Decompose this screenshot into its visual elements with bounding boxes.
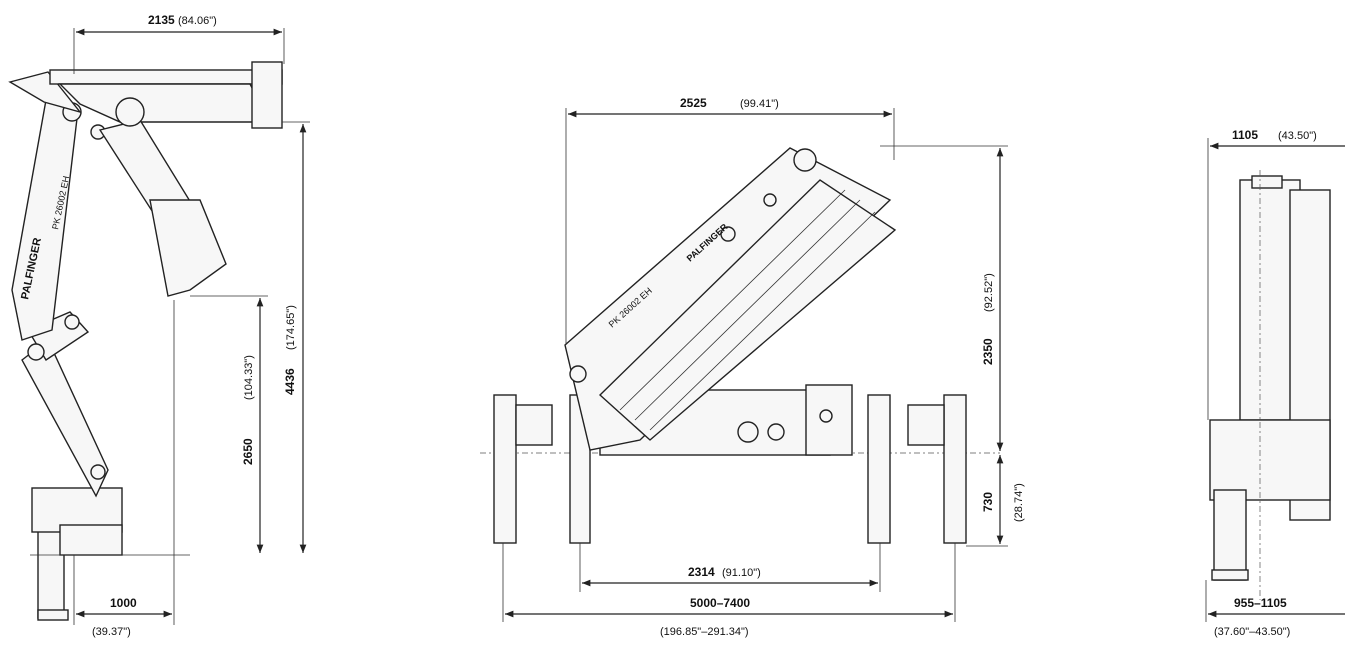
side-base [30,487,190,621]
side-column [11,99,109,498]
dim-front-stab-outer-value: 5000–7400 [690,596,750,610]
dim-front-stab-inner-imperial: (91.10") [722,567,761,579]
dim-side-base-imperial: (39.37") [92,626,131,638]
dim-rear-base-value: 955–1105 [1234,596,1287,610]
rear-crane-body [1209,170,1331,600]
side-view: PALFINGER PK 26002 EH 2135 (84.06") 4436… [8,13,310,638]
dim-side-height-inner: 2650 (104.33") [190,295,268,553]
front-boom [564,147,897,451]
dim-rear-top: 1105 (43.50") [1207,128,1345,420]
rear-view: 1105 (43.50") 955–1105 (37.60"–43.50") [1205,128,1345,638]
dim-front-top: 2525 (99.41") [565,96,895,345]
dim-front-top-imperial: (99.41") [740,98,779,110]
dim-side-height-inner-imperial: (104.33") [243,355,255,400]
dim-side-height-outer: 4436 (174.65") [282,121,310,553]
front-stabilizers [493,394,967,544]
dim-front-stab-inner: 2314 (91.10") [579,543,881,592]
dim-side-reach-value: 2135 [148,13,175,27]
dim-front-lower-imperial: (28.74") [1013,483,1025,522]
dim-side-reach: 2135 (84.06") [73,13,285,74]
dim-side-height-outer-imperial: (174.65") [285,305,297,350]
dim-side-height-inner-value: 2650 [241,438,255,465]
dim-front-upper-imperial: (92.52") [983,273,995,312]
dim-side-base: 1000 (39.37") [73,300,175,638]
dim-front-top-value: 2525 [680,96,707,110]
dim-front-stab-outer-imperial: (196.85"–291.34") [660,626,749,638]
dim-side-reach-imperial: (84.06") [178,15,217,27]
dim-rear-base-imperial: (37.60"–43.50") [1214,626,1290,638]
side-upper-boom [8,61,283,297]
dim-rear-base: 955–1105 (37.60"–43.50") [1205,580,1345,638]
dim-front-lower: 730 (28.74") [966,455,1025,547]
dim-rear-top-value: 1105 [1232,128,1258,142]
dim-front-lower-value: 730 [981,492,995,512]
dim-rear-top-imperial: (43.50") [1278,130,1317,142]
dim-front-upper-value: 2350 [981,338,995,365]
dim-front-stab-inner-value: 2314 [688,565,715,579]
dim-side-height-outer-value: 4436 [283,368,297,395]
dim-side-base-value: 1000 [110,596,137,610]
dim-front-stab-outer: 5000–7400 (196.85"–291.34") [502,543,956,638]
front-view: PK 26002 EH PALFINGER 2525 (99.41") 2350… [480,96,1025,638]
dim-front-upper: 2350 (92.52") [880,145,1008,451]
